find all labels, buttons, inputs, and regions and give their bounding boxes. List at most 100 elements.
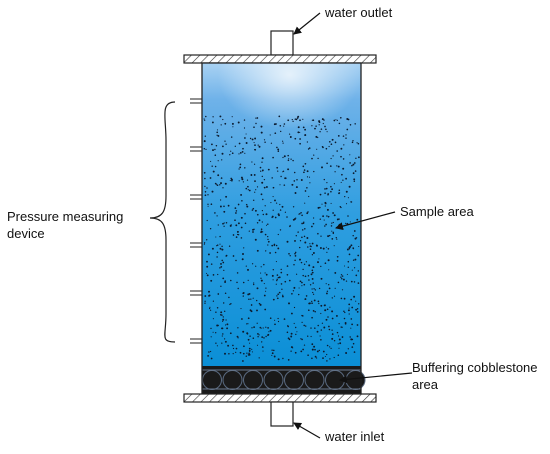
sample-particle — [345, 134, 347, 136]
sample-particle — [286, 216, 288, 218]
sample-particle — [334, 271, 337, 274]
sample-particle — [254, 149, 256, 151]
sample-particle — [334, 141, 337, 144]
sample-particle — [313, 288, 315, 290]
sample-particle — [263, 186, 266, 189]
sample-particle — [330, 143, 333, 146]
sample-particle — [205, 148, 207, 151]
sample-particle — [320, 277, 323, 280]
sample-particle — [253, 173, 256, 176]
sample-particle — [319, 247, 322, 249]
sample-particle — [336, 259, 339, 262]
sample-particle — [255, 265, 257, 267]
sample-particle — [239, 163, 242, 166]
sample-particle — [252, 207, 255, 210]
sample-particle — [319, 131, 321, 133]
sample-particle — [307, 211, 309, 213]
sample-particle — [209, 309, 212, 311]
sample-particle — [324, 309, 327, 312]
sample-particle — [210, 279, 213, 282]
cobblestone — [222, 370, 243, 390]
sample-particle — [333, 340, 336, 342]
sample-particle — [262, 198, 264, 201]
sample-particle — [302, 222, 305, 224]
sample-particle — [275, 244, 278, 247]
sample-particle — [204, 191, 207, 193]
sample-particle — [251, 161, 253, 163]
sample-particle — [279, 229, 282, 231]
sample-particle — [347, 348, 349, 350]
sample-particle — [351, 141, 354, 144]
sample-particle — [287, 337, 290, 340]
cobblestone — [243, 370, 263, 390]
sample-particle — [271, 177, 273, 179]
sample-particle — [288, 252, 290, 255]
sample-particle — [271, 349, 273, 351]
sample-particle — [219, 267, 221, 269]
sample-particle — [208, 294, 210, 297]
sample-particle — [204, 194, 207, 197]
sample-particle — [314, 310, 316, 313]
sample-particle — [358, 303, 360, 305]
sample-particle — [264, 141, 266, 144]
sample-particle — [223, 310, 226, 313]
sample-particle — [334, 171, 336, 173]
sample-particle — [227, 204, 230, 207]
sample-particle — [246, 333, 249, 335]
sample-particle — [274, 251, 277, 254]
sample-particle — [232, 353, 234, 355]
sample-particle — [222, 277, 225, 280]
sample-particle — [234, 207, 237, 210]
sample-particle — [232, 234, 235, 236]
sample-particle — [327, 216, 330, 218]
sample-particle — [261, 221, 263, 223]
sample-particle — [223, 338, 226, 340]
sample-particle — [301, 338, 303, 341]
sample-particle — [217, 134, 220, 137]
sample-particle — [219, 235, 221, 238]
sample-particle — [303, 169, 306, 171]
sample-particle — [311, 348, 314, 351]
cobblestone-area-label-line1: Buffering cobblestone — [412, 360, 538, 375]
sample-particle — [263, 283, 265, 285]
sample-particle — [269, 329, 272, 332]
sample-particle — [323, 219, 325, 221]
sample-particle — [326, 360, 328, 362]
sample-particle — [320, 329, 323, 331]
sample-particle — [229, 332, 232, 335]
sample-particle — [224, 140, 226, 142]
sample-particle — [243, 345, 245, 348]
sample-particle — [311, 225, 313, 228]
sample-particle — [325, 147, 328, 150]
sample-particle — [245, 142, 248, 144]
sample-particle — [287, 159, 290, 162]
sample-particle — [322, 215, 324, 218]
sample-particle — [294, 192, 297, 194]
sample-particle — [219, 184, 221, 186]
sample-particle — [308, 195, 310, 198]
sample-particle — [272, 186, 275, 189]
sample-particle — [322, 122, 324, 125]
sample-particle — [328, 234, 331, 237]
sample-particle — [222, 145, 224, 148]
sample-particle — [318, 349, 321, 352]
sample-particle — [336, 119, 338, 121]
sample-particle — [240, 226, 243, 229]
sample-particle — [245, 203, 248, 206]
sample-particle — [276, 278, 278, 281]
sample-particle — [260, 170, 262, 172]
sample-particle — [302, 118, 304, 120]
sample-particle — [293, 263, 295, 266]
sample-particle — [317, 136, 319, 139]
sample-particle — [351, 346, 354, 348]
sample-particle — [270, 202, 272, 204]
sample-particle — [277, 320, 280, 323]
sample-particle — [223, 269, 225, 272]
cobblestone — [345, 370, 366, 390]
sample-particle — [264, 233, 267, 236]
sample-particle — [306, 237, 309, 239]
sample-particle — [261, 157, 264, 160]
sample-particle — [352, 247, 355, 249]
sample-particle — [256, 309, 258, 312]
sample-particle — [312, 282, 314, 284]
